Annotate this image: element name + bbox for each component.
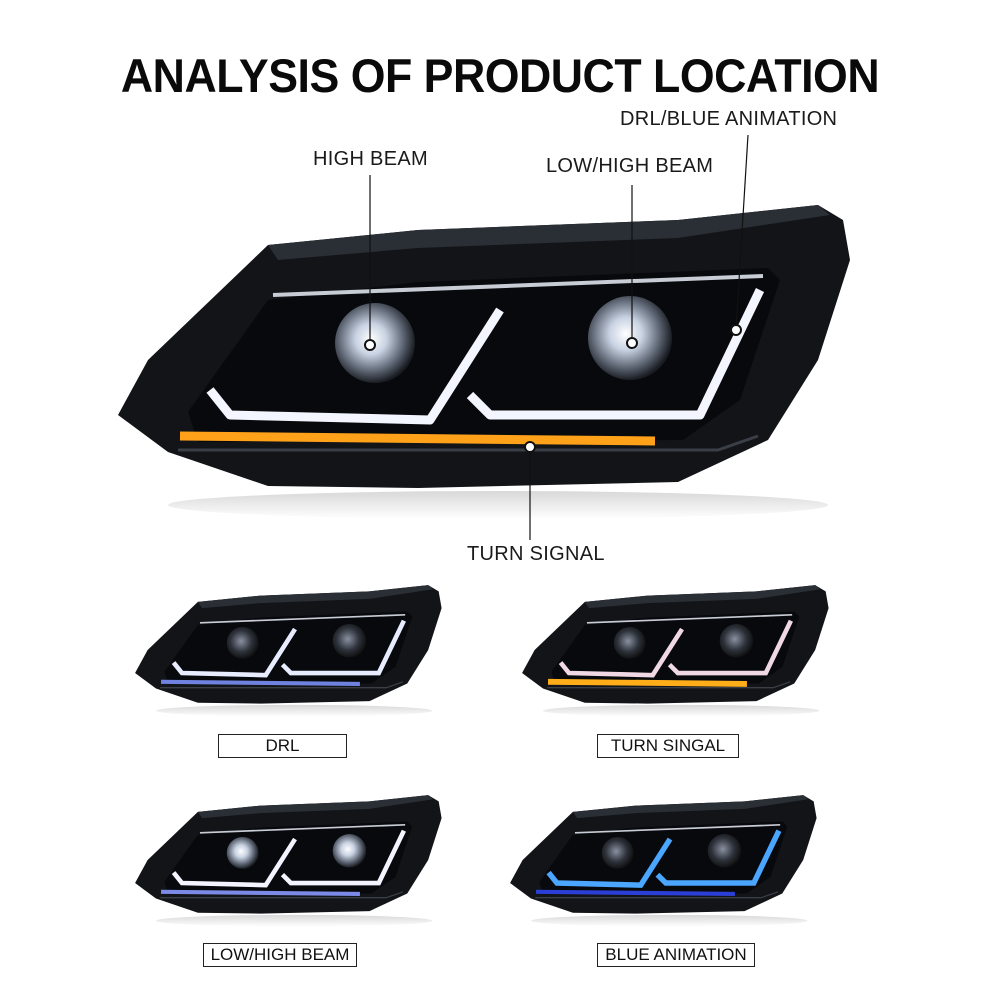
drl-mode-image: [135, 583, 445, 717]
mode-label-low-high-beam: LOW/HIGH BEAM: [203, 943, 357, 967]
callout-drl-blue-animation: DRL/BLUE ANIMATION: [620, 108, 838, 130]
mode-label-turn-signal: TURN SINGAL: [597, 734, 739, 758]
page-title: ANALYSIS OF PRODUCT LOCATION: [120, 49, 880, 102]
callout-high-beam: HIGH BEAM: [313, 148, 428, 170]
drl-strip-left: [206, 307, 504, 425]
callout-low-high-beam: LOW/HIGH BEAM: [546, 155, 714, 177]
drl-strip-right: [466, 288, 765, 420]
low-high-beam-mode-image: [135, 793, 445, 927]
mode-label-blue-animation: BLUE ANIMATION: [597, 943, 755, 967]
turn-signal-strip: [179, 431, 656, 446]
blue-animation-mode-image: [510, 793, 820, 927]
callout-turn-signal: TURN SIGNAL: [467, 543, 605, 565]
mode-label-drl: DRL: [218, 734, 347, 758]
turn-signal-mode-image: [522, 583, 832, 717]
